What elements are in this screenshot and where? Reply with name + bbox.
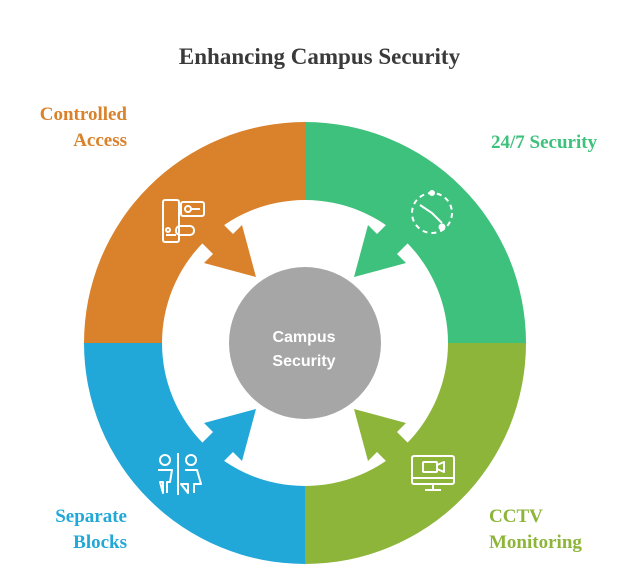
center-label-line2: Security [272,353,336,370]
door-lock-icon [162,199,205,243]
label-controlled-access: Controlled Access [22,102,127,154]
label-cctv-monitoring-line1: CCTV [489,506,543,527]
label-cctv-monitoring: CCTV Monitoring [489,504,582,556]
arrow-cctv-monitoring [354,409,424,503]
label-cctv-monitoring-line2: Monitoring [489,532,582,553]
center-circle [229,267,381,419]
label-security-247: 24/7 Security [491,130,597,156]
restroom-icon [158,453,202,495]
diagram-title: Enhancing Campus Security [178,44,461,69]
arrow-controlled-access [186,183,256,277]
label-security-247-line1: 24/7 Security [491,132,598,153]
center-label: Campus Security [229,326,379,374]
label-separate-blocks: Separate Blocks [22,504,127,556]
clock-icon [411,190,453,234]
monitor-camera-icon [411,455,455,491]
label-separate-blocks-line1: Separate [55,506,127,527]
arrow-separate-blocks [186,409,256,503]
arrow-security-247 [354,183,424,277]
label-controlled-access-line2: Access [73,130,127,151]
label-controlled-access-line1: Controlled [39,104,127,125]
label-separate-blocks-line2: Blocks [73,532,127,553]
center-label-line1: Campus [272,329,336,346]
